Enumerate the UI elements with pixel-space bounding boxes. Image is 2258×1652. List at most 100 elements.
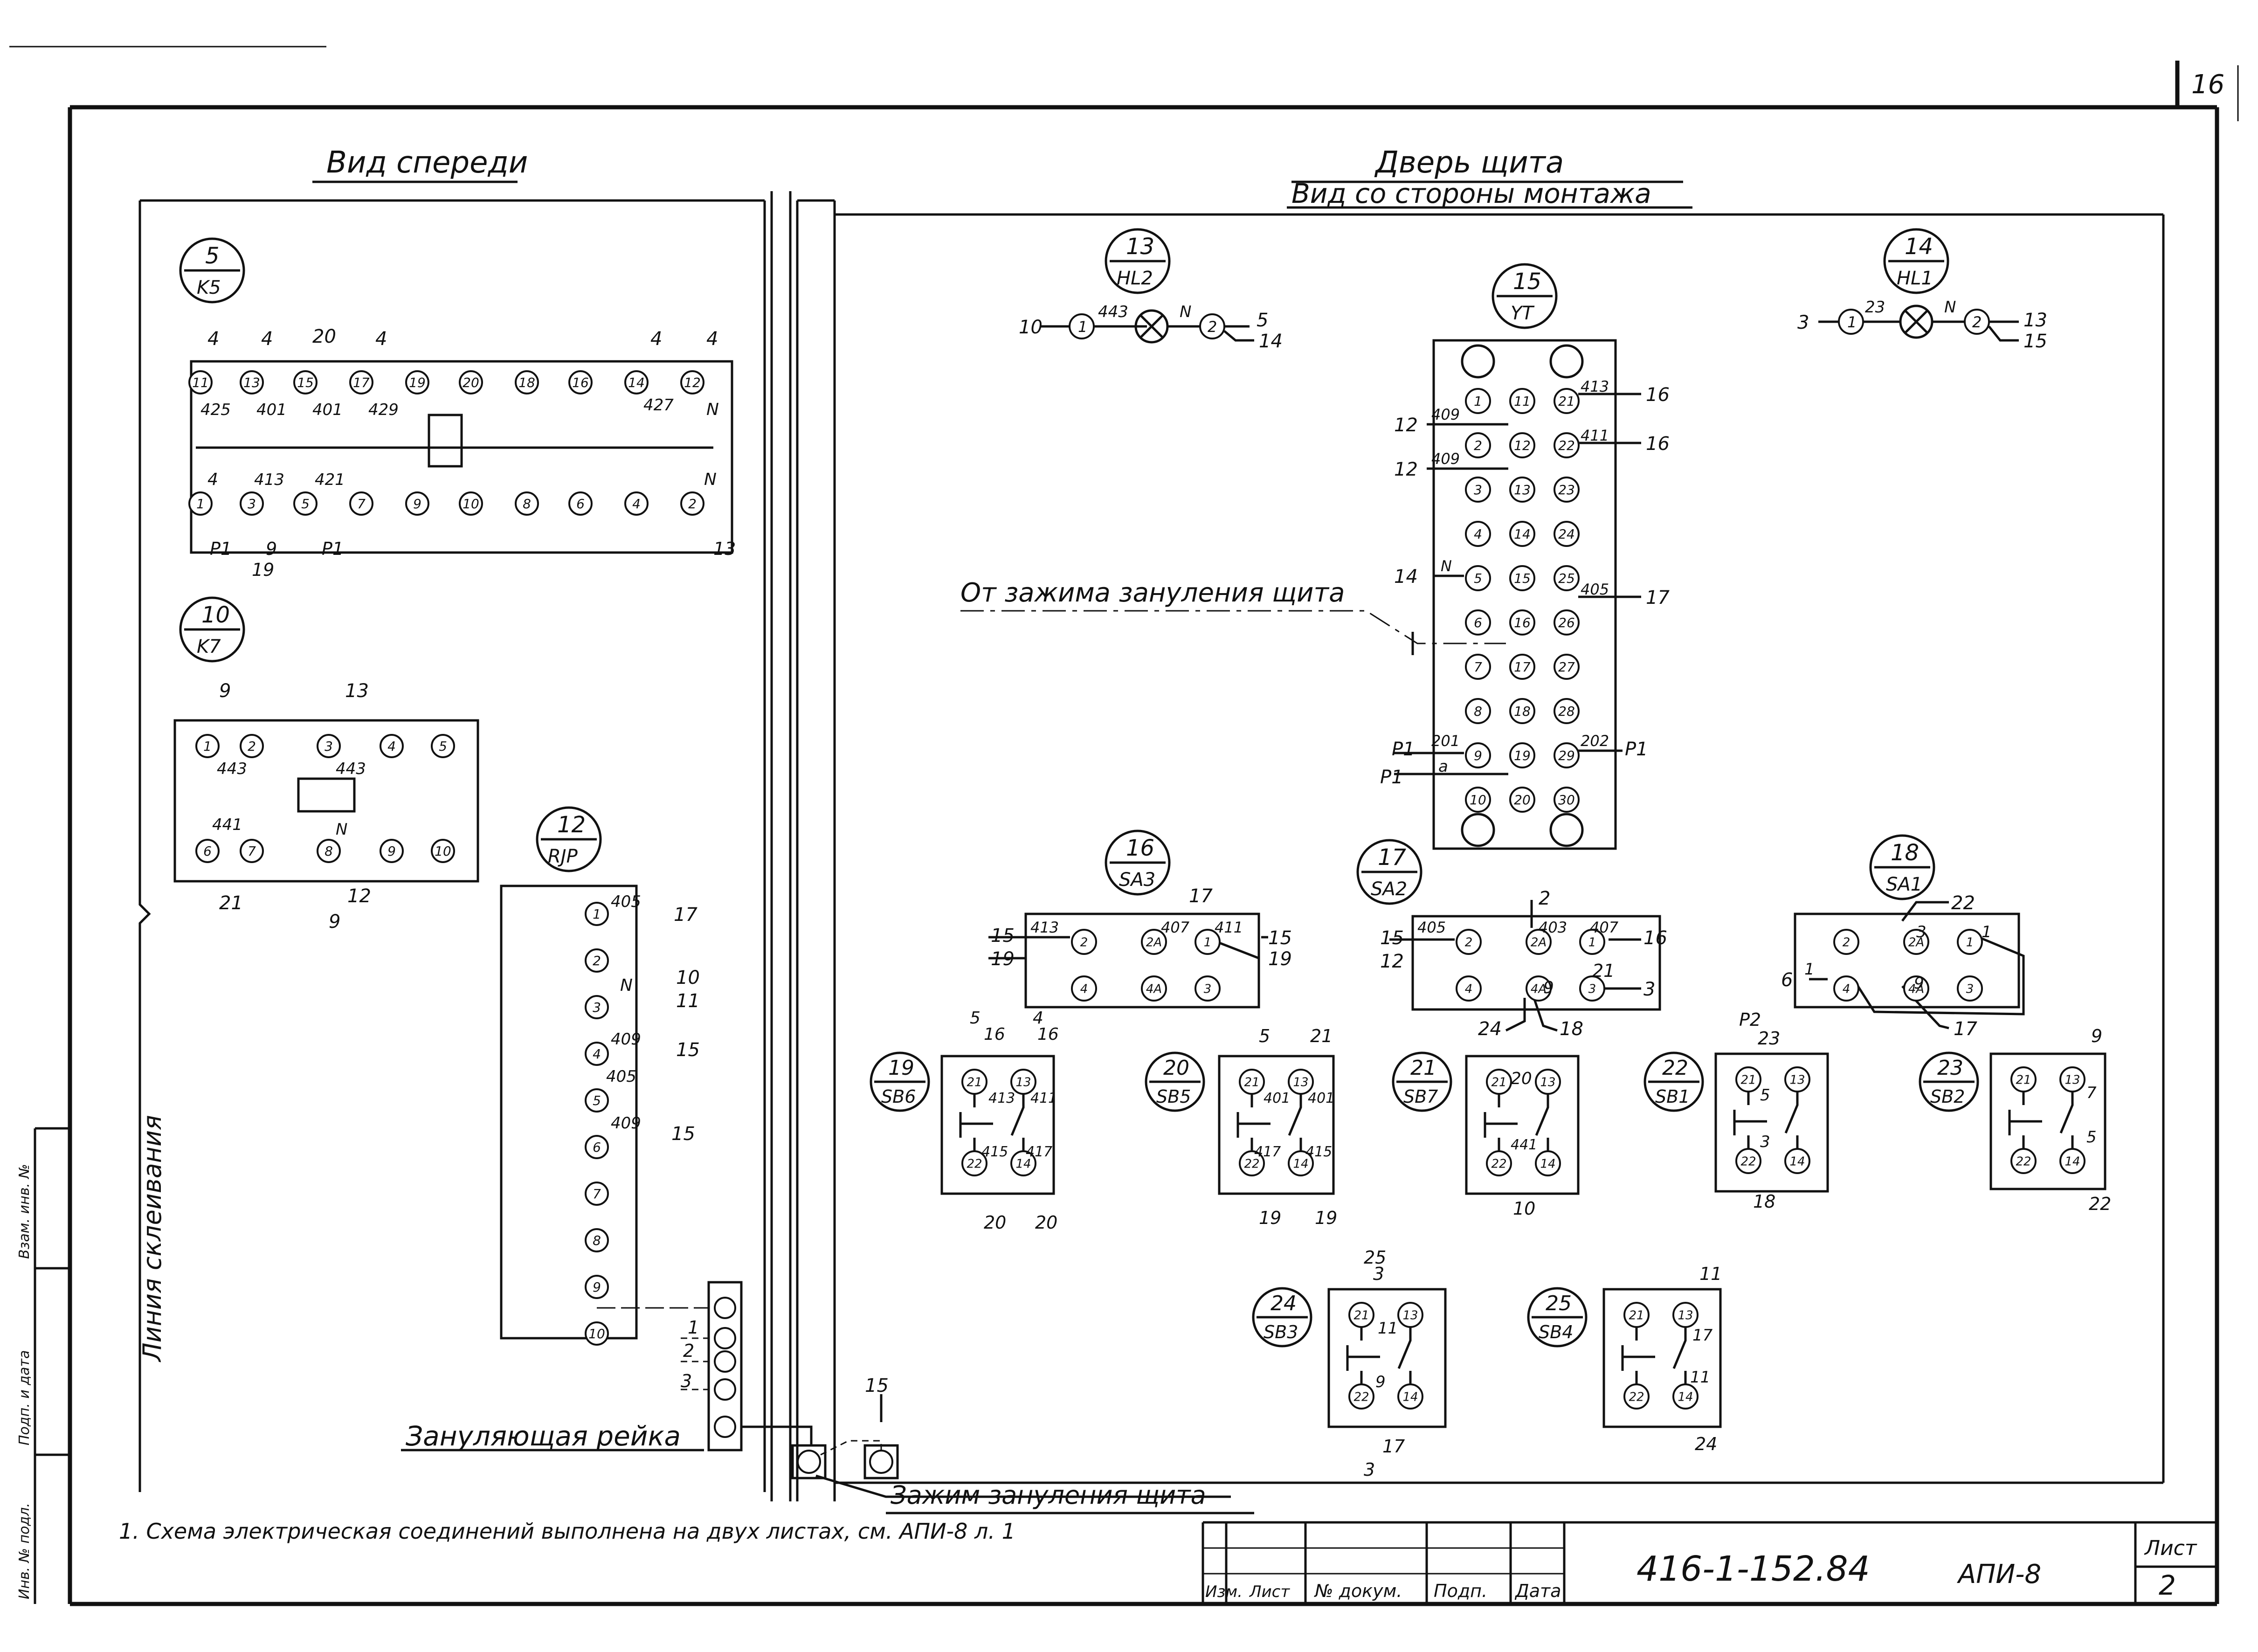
sa2-wire-2: 12	[1380, 951, 1404, 972]
sa1-pin-2A	[1903, 929, 1929, 955]
sa3-pin-2-label: 2	[1080, 935, 1088, 949]
rjp-pin-5	[585, 1088, 609, 1113]
sa2-pin-2A	[1526, 929, 1552, 955]
button-sb5: 20 SB5	[1145, 1051, 1335, 1195]
yt-pin-3-label: 3	[1474, 482, 1482, 498]
sa1-pin-2-label: 2	[1843, 935, 1851, 949]
sb3-wire-1: 25	[1364, 1247, 1386, 1268]
sb6-wire-8: 417	[1026, 1144, 1052, 1160]
button-sb6: 19 SB6	[870, 1051, 1055, 1195]
sb5-pin-13-label: 13	[1293, 1075, 1308, 1089]
sa1-wire-5: 1	[1804, 960, 1815, 979]
sa3-pin-3	[1195, 975, 1221, 1002]
sb5-wire-1: 5	[1259, 1026, 1270, 1046]
rail-terminals	[714, 1297, 736, 1438]
yt-pin-14-label: 14	[1514, 526, 1531, 542]
k7-wire-5: 9	[329, 911, 340, 933]
yt-pin-10	[1465, 787, 1491, 813]
sa2-wire-5: 403	[1539, 919, 1567, 936]
yt-pin-2	[1465, 432, 1491, 458]
sa3-wire-6: 411	[1215, 919, 1243, 936]
sb5-wire-3: 401	[1264, 1090, 1290, 1106]
terminal-label-1: 1	[688, 1317, 699, 1338]
sb1-wire-1: P2	[1739, 1009, 1761, 1030]
k7-wire-3: 21	[219, 892, 243, 914]
k5-bottom-pin-7	[349, 491, 373, 516]
k5-top-pin-11-label: 11	[192, 375, 209, 390]
sb6-wire-7: 415	[981, 1144, 1008, 1160]
sb1-contact-symbol	[1733, 1092, 1799, 1149]
sb2-wire-3: 5	[2086, 1128, 2097, 1147]
rjp-pin-3-label: 3	[593, 1000, 601, 1015]
k7-bottom-pin-9	[380, 839, 404, 863]
k7-wire-4: 12	[347, 885, 371, 907]
rjp-wire-1: 17	[674, 904, 697, 926]
k5-bottom-wire-4: 13	[713, 539, 736, 559]
k5-bottom-wire-3: P1	[322, 539, 344, 559]
sb-wire-labels: 5 16 4 16 413 411 415 417 20 20 5 21 401…	[970, 1009, 2111, 1480]
rjp-wire-labels: 405 N 409 405 409 17 10 11 15 15	[606, 892, 700, 1145]
sa3-pin-2A	[1141, 929, 1167, 955]
sa1-pin-4A	[1903, 975, 1929, 1002]
tb-sheet-value: 2	[2159, 1569, 2176, 1601]
hl1-left-wire: 3	[1797, 312, 1809, 333]
yt-pin-30	[1554, 787, 1580, 813]
sb5-wire-4: 401	[1308, 1090, 1334, 1106]
side-stamp: Инв. № подл. Подп. и дата Взам. инв. №	[16, 1127, 70, 1604]
sa3-wire-7: 15	[1268, 927, 1292, 949]
sb4-number: 25	[1546, 1292, 1572, 1315]
k5-top-wire-3: 20	[312, 326, 336, 347]
sb1-wire-3: 5	[1760, 1086, 1770, 1105]
door-view-title: Вид со стороны монтажа	[1291, 178, 1651, 209]
yt-pin-15	[1509, 565, 1535, 591]
sa2-pin-4A-label: 4A	[1531, 982, 1547, 996]
k7-code: K7	[197, 636, 221, 657]
yt-pin-25-label: 25	[1558, 571, 1575, 586]
yt-left-wire-3: 12	[1394, 459, 1418, 480]
sb6-wire-1: 5	[970, 1009, 981, 1028]
sa2-wire-7: 16	[1643, 927, 1667, 949]
sb6-code: SB6	[881, 1086, 916, 1107]
yt-pin-14	[1509, 521, 1535, 547]
sa2-pin-2-label: 2	[1465, 935, 1473, 949]
rjp-wire-2: 10	[676, 967, 700, 988]
rjp-pin-10	[585, 1321, 609, 1346]
k5-top-pin-20	[459, 370, 483, 394]
rjp-pin-8-label: 8	[593, 1233, 601, 1248]
yt-left-wire-10: a	[1438, 757, 1448, 776]
k5-top-pin-12-label: 12	[684, 375, 701, 390]
page-frame: 16	[9, 46, 2239, 1606]
k5-bottom-pin-2-label: 2	[688, 496, 697, 511]
k5-bottom-pin-6-label: 6	[576, 496, 585, 511]
yt-pin-26-label: 26	[1558, 615, 1575, 630]
yt-left-wire-8: 201	[1431, 732, 1460, 750]
sb3-contact-symbol	[1346, 1327, 1412, 1384]
yt-pin-5	[1465, 565, 1491, 591]
yt-pin-24	[1554, 521, 1580, 547]
sa2-wire-1: 15	[1380, 927, 1404, 949]
rjp-pin-8	[585, 1228, 609, 1252]
yt-left-wire-9: P1	[1380, 767, 1403, 788]
k5-top-wire-6: 4	[706, 328, 718, 350]
k5-top-pin-14-label: 14	[628, 375, 645, 390]
k7-top-pin-2	[240, 734, 264, 758]
title-block	[1202, 1521, 2217, 1604]
k7-bottom-pin-7	[240, 839, 264, 863]
sb5-wire-2: 21	[1310, 1026, 1333, 1046]
sa1-wire-6: 9	[1914, 974, 1924, 993]
sa3-pin-3-label: 3	[1204, 982, 1212, 996]
k7-top-pin-4	[380, 734, 404, 758]
sb4-wire-3: 11	[1690, 1368, 1710, 1387]
yt-pin-17-label: 17	[1514, 659, 1531, 675]
yt-pin-3	[1465, 477, 1491, 503]
yt-pin-23	[1554, 477, 1580, 503]
sb2-code: SB2	[1930, 1086, 1965, 1107]
k5-bottom-pin-3	[240, 491, 264, 516]
lamp-hl2: 13 HL2	[1040, 228, 1254, 344]
earthing-rail-label: Зануляющая рейка	[406, 1420, 681, 1452]
k5-top-pin-19-label: 19	[409, 375, 426, 390]
k7-inner-3: 441	[212, 816, 242, 834]
yt-pin-17	[1509, 654, 1535, 680]
